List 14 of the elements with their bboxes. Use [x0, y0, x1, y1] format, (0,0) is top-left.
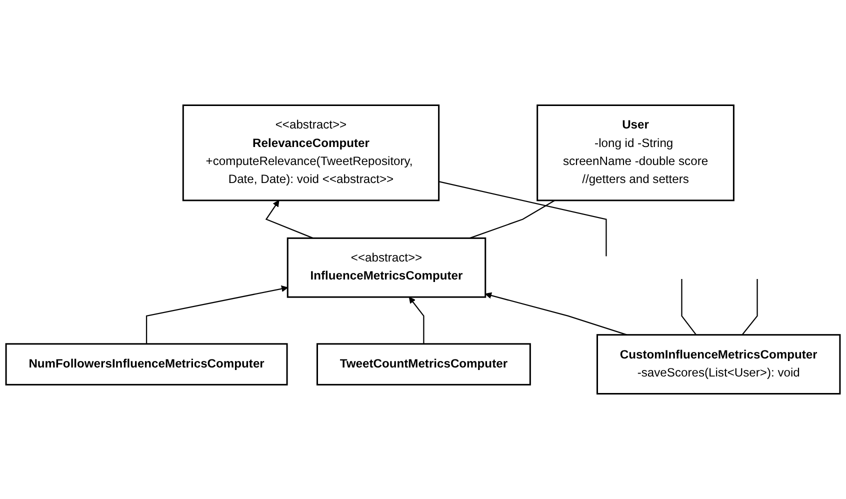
- node-box: [182, 104, 440, 202]
- node-box: [316, 343, 531, 386]
- arrow: [485, 292, 628, 336]
- node-box: [5, 343, 288, 386]
- node-box: [536, 104, 734, 202]
- node-box: [596, 334, 841, 394]
- arrow: [265, 200, 314, 239]
- connector: [469, 200, 556, 239]
- connector: [742, 278, 758, 336]
- connector: [681, 278, 697, 336]
- arrow: [408, 296, 424, 344]
- node-box: [286, 237, 486, 298]
- arrow: [146, 285, 288, 344]
- connector: [438, 181, 607, 256]
